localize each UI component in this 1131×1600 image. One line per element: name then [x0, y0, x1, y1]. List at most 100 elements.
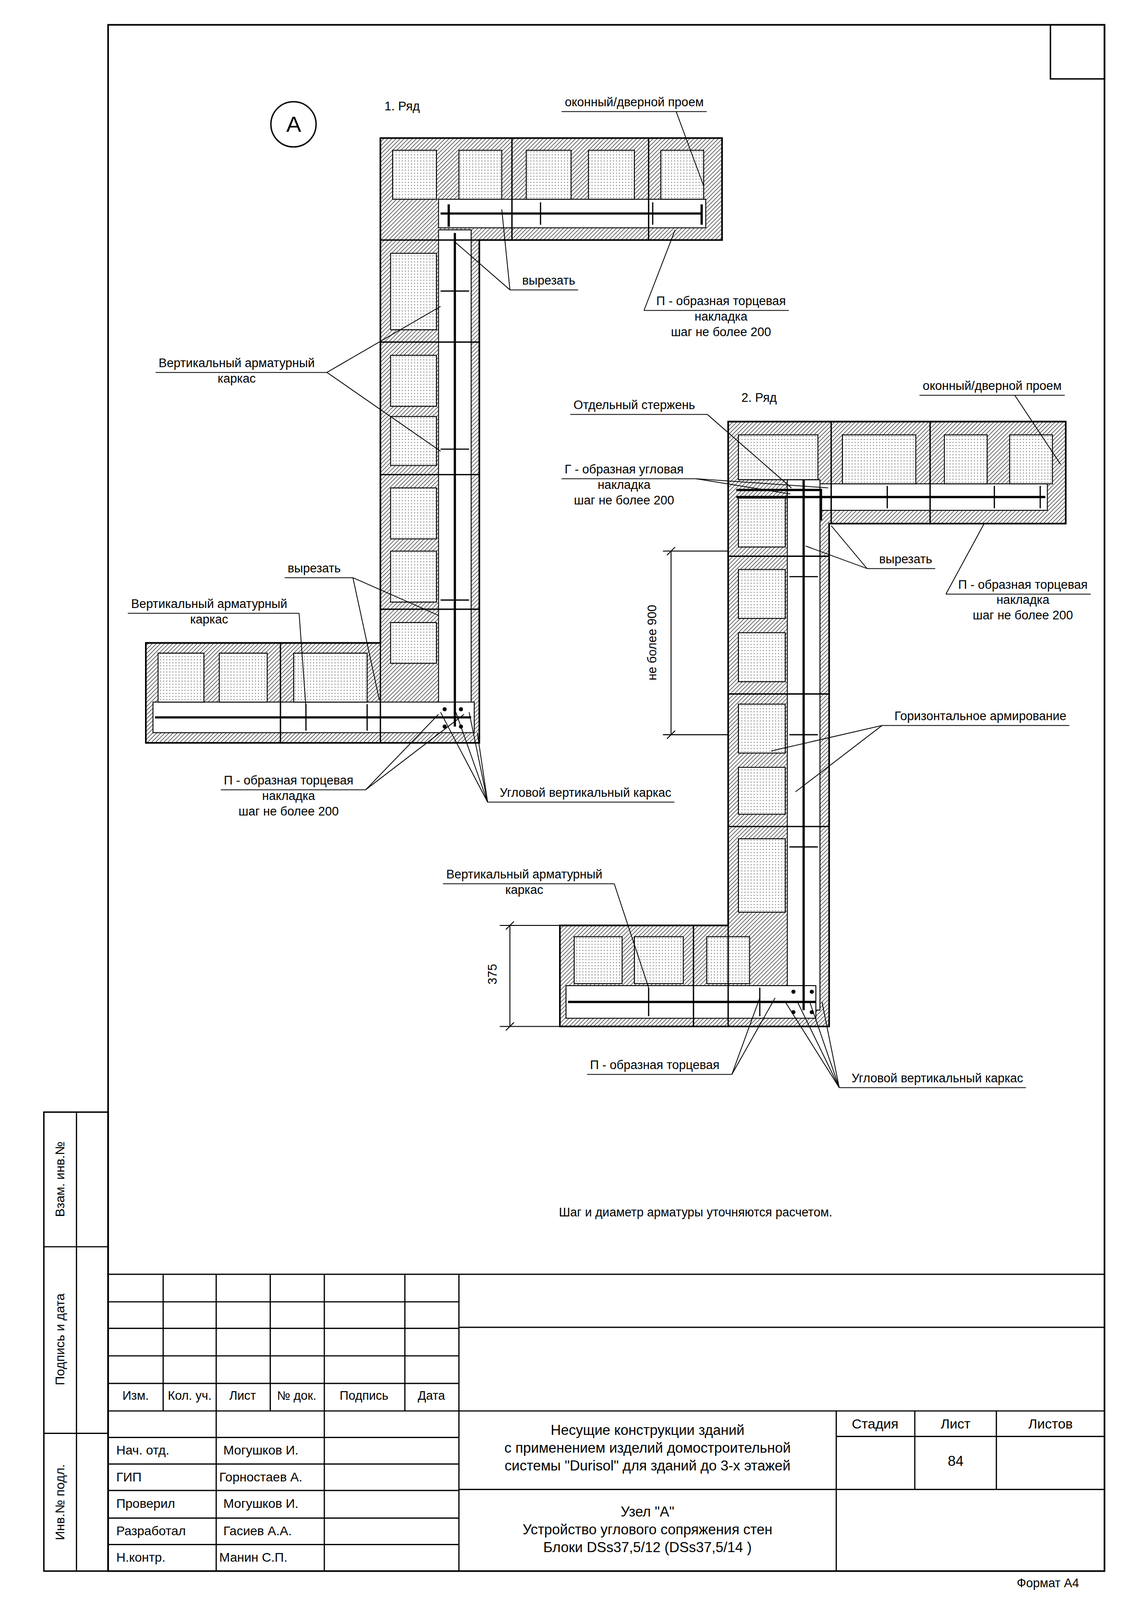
corner-box	[1050, 24, 1105, 79]
title-block-line	[458, 1326, 1105, 1329]
table-cell: ГИП	[116, 1468, 142, 1485]
callout-label: П - образная торцевая накладка шаг не бо…	[223, 773, 354, 820]
title-block-line	[269, 1274, 271, 1412]
block-joint	[379, 643, 382, 743]
callout-label: оконный/дверной проем	[564, 94, 704, 111]
table-header: Лист	[940, 1415, 971, 1433]
leader-line	[352, 577, 439, 616]
block-joint	[380, 608, 480, 610]
leader-line	[676, 111, 704, 187]
table-cell: Разработал	[116, 1522, 186, 1539]
row-title: 1. Ряд	[384, 98, 421, 115]
insulation-insert	[738, 767, 786, 815]
insulation-insert	[158, 653, 205, 702]
title-block-line	[108, 1301, 459, 1303]
callout-label: вырезать	[287, 560, 341, 577]
sheet-border	[108, 24, 1105, 1571]
leader-lines	[127, 111, 1091, 1088]
title-block-line	[108, 1436, 459, 1438]
leader-line	[731, 997, 776, 1075]
stamp-label: Взам. инв.№	[51, 1141, 68, 1217]
marker-outline	[270, 101, 317, 147]
detail-letter: А	[286, 113, 302, 136]
rebar-tie	[759, 987, 761, 1017]
callout-label: Горизонтальное армирование	[894, 708, 1067, 725]
table-header: Кол. уч.	[167, 1388, 212, 1404]
sheet-title: Узел "А" Устройство углового сопряжения …	[522, 1503, 773, 1557]
rebar	[736, 489, 822, 521]
insulation-insert	[390, 622, 437, 664]
detail-marker: А	[269, 100, 318, 149]
leader-line	[614, 883, 649, 988]
rebar-tie	[789, 846, 819, 848]
label-underline	[284, 577, 353, 579]
title-block-line	[215, 1274, 218, 1572]
leader-line	[453, 241, 510, 291]
rebar-section	[791, 989, 796, 994]
rebar-tie	[440, 448, 470, 450]
dimension-line	[509, 925, 511, 1027]
table-cell: Манин С.П.	[219, 1549, 288, 1566]
leader-line	[695, 478, 791, 495]
rebar-tie	[440, 599, 470, 601]
leader-line	[831, 525, 868, 569]
leader-line	[821, 1001, 840, 1088]
callout-label: вырезать	[879, 551, 933, 568]
sheet-number: 84	[947, 1452, 964, 1471]
rebar	[802, 479, 805, 1011]
dimension-line	[663, 550, 729, 552]
title-block-line	[914, 1411, 916, 1490]
dimension-line	[667, 730, 676, 739]
callout-label: П - образная торцевая накладка шаг не бо…	[958, 577, 1088, 624]
leader-line	[785, 1001, 840, 1088]
title-block-line	[458, 1274, 460, 1572]
concrete-core	[565, 985, 816, 1019]
insulation-insert	[944, 434, 988, 484]
title-block-line	[108, 1543, 459, 1546]
rebar-tie	[993, 485, 996, 509]
leader-line	[365, 714, 465, 790]
table-cell: Гасиев А.А.	[223, 1522, 292, 1539]
table-header: Подпись	[339, 1388, 389, 1404]
row-title: 2. Ряд	[741, 390, 778, 406]
dimension-line	[663, 734, 729, 736]
title-block-line	[108, 1354, 459, 1357]
rebar	[155, 715, 472, 719]
wall-plan	[145, 138, 1066, 1031]
rebar-tie	[789, 575, 819, 578]
label-underline	[509, 289, 579, 291]
dimension-value: не более 900	[644, 604, 661, 681]
insulation-insert	[738, 434, 818, 480]
title-block-line	[75, 1111, 78, 1571]
insulation-insert	[526, 150, 571, 200]
block-joint	[929, 421, 931, 524]
leader-line	[695, 478, 829, 488]
leader-line	[771, 725, 883, 752]
rebar-tie	[886, 485, 888, 509]
callout-label: Угловой вертикальный каркас	[851, 1070, 1023, 1087]
block-joint	[511, 138, 513, 241]
sheet-title: Несущие конструкции зданий с применением…	[504, 1421, 791, 1475]
leader-line	[477, 732, 488, 802]
block-joint	[648, 138, 650, 241]
insulation-insert	[660, 150, 704, 200]
table-cell: Горностаев А.	[219, 1468, 303, 1485]
callout-label: Отдельный стержень	[573, 397, 696, 414]
label-underline	[570, 414, 708, 416]
callout-label: Вертикальный арматурный каркас	[130, 596, 287, 628]
dimension-line	[667, 546, 676, 556]
title-block-line	[458, 1488, 1105, 1490]
leader-line	[352, 577, 380, 701]
label-underline	[586, 1073, 732, 1075]
title-block-line	[108, 1410, 1105, 1412]
title-block-line	[108, 1463, 459, 1465]
label-underline	[839, 1087, 1027, 1089]
leader-line	[501, 209, 510, 290]
insulation-insert	[390, 253, 437, 330]
table-cell: Нач. отд.	[116, 1442, 170, 1458]
insulation-insert	[738, 498, 786, 547]
insulation-insert	[634, 936, 684, 984]
title-block-line	[108, 1517, 459, 1519]
